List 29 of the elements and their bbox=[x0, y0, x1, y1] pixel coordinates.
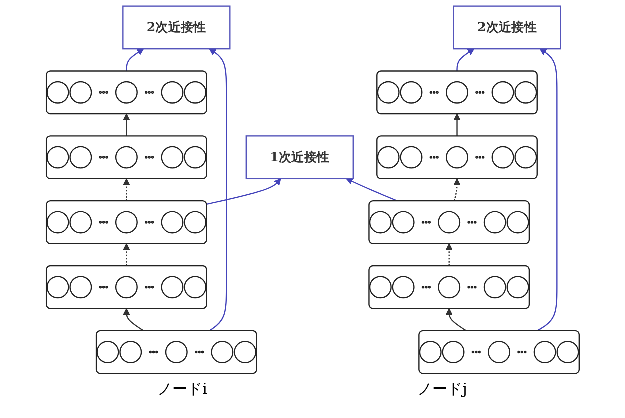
arrow bbox=[208, 48, 227, 332]
arrow bbox=[122, 308, 144, 332]
arrow bbox=[122, 114, 130, 136]
node-caption: ノードj bbox=[418, 380, 468, 399]
arrow bbox=[453, 114, 460, 136]
neuron-layer bbox=[376, 136, 538, 180]
arrow bbox=[122, 178, 130, 202]
neuron-layer bbox=[46, 200, 207, 244]
node-caption: ノードi bbox=[158, 380, 208, 399]
arrow bbox=[122, 244, 130, 266]
arrow bbox=[346, 178, 398, 202]
arrow bbox=[456, 48, 474, 72]
arrow bbox=[445, 244, 452, 266]
neuron-layer bbox=[418, 330, 580, 374]
neuron-layer bbox=[46, 70, 207, 115]
neuron-layer bbox=[368, 200, 530, 244]
neuron-layer bbox=[46, 265, 207, 310]
proximity-box: 1次近接性 bbox=[245, 136, 354, 180]
arrow bbox=[445, 308, 466, 332]
arrow bbox=[206, 178, 281, 206]
arrow bbox=[453, 178, 460, 202]
proximity-box: 2次近接性 bbox=[122, 6, 230, 50]
arrow bbox=[126, 48, 144, 72]
neuron-layer bbox=[376, 70, 538, 115]
arrow bbox=[536, 48, 558, 332]
proximity-box: 2次近接性 bbox=[452, 6, 561, 50]
neuron-layer bbox=[46, 136, 207, 180]
neuron-layer bbox=[95, 330, 257, 374]
neuron-layer bbox=[368, 265, 530, 310]
